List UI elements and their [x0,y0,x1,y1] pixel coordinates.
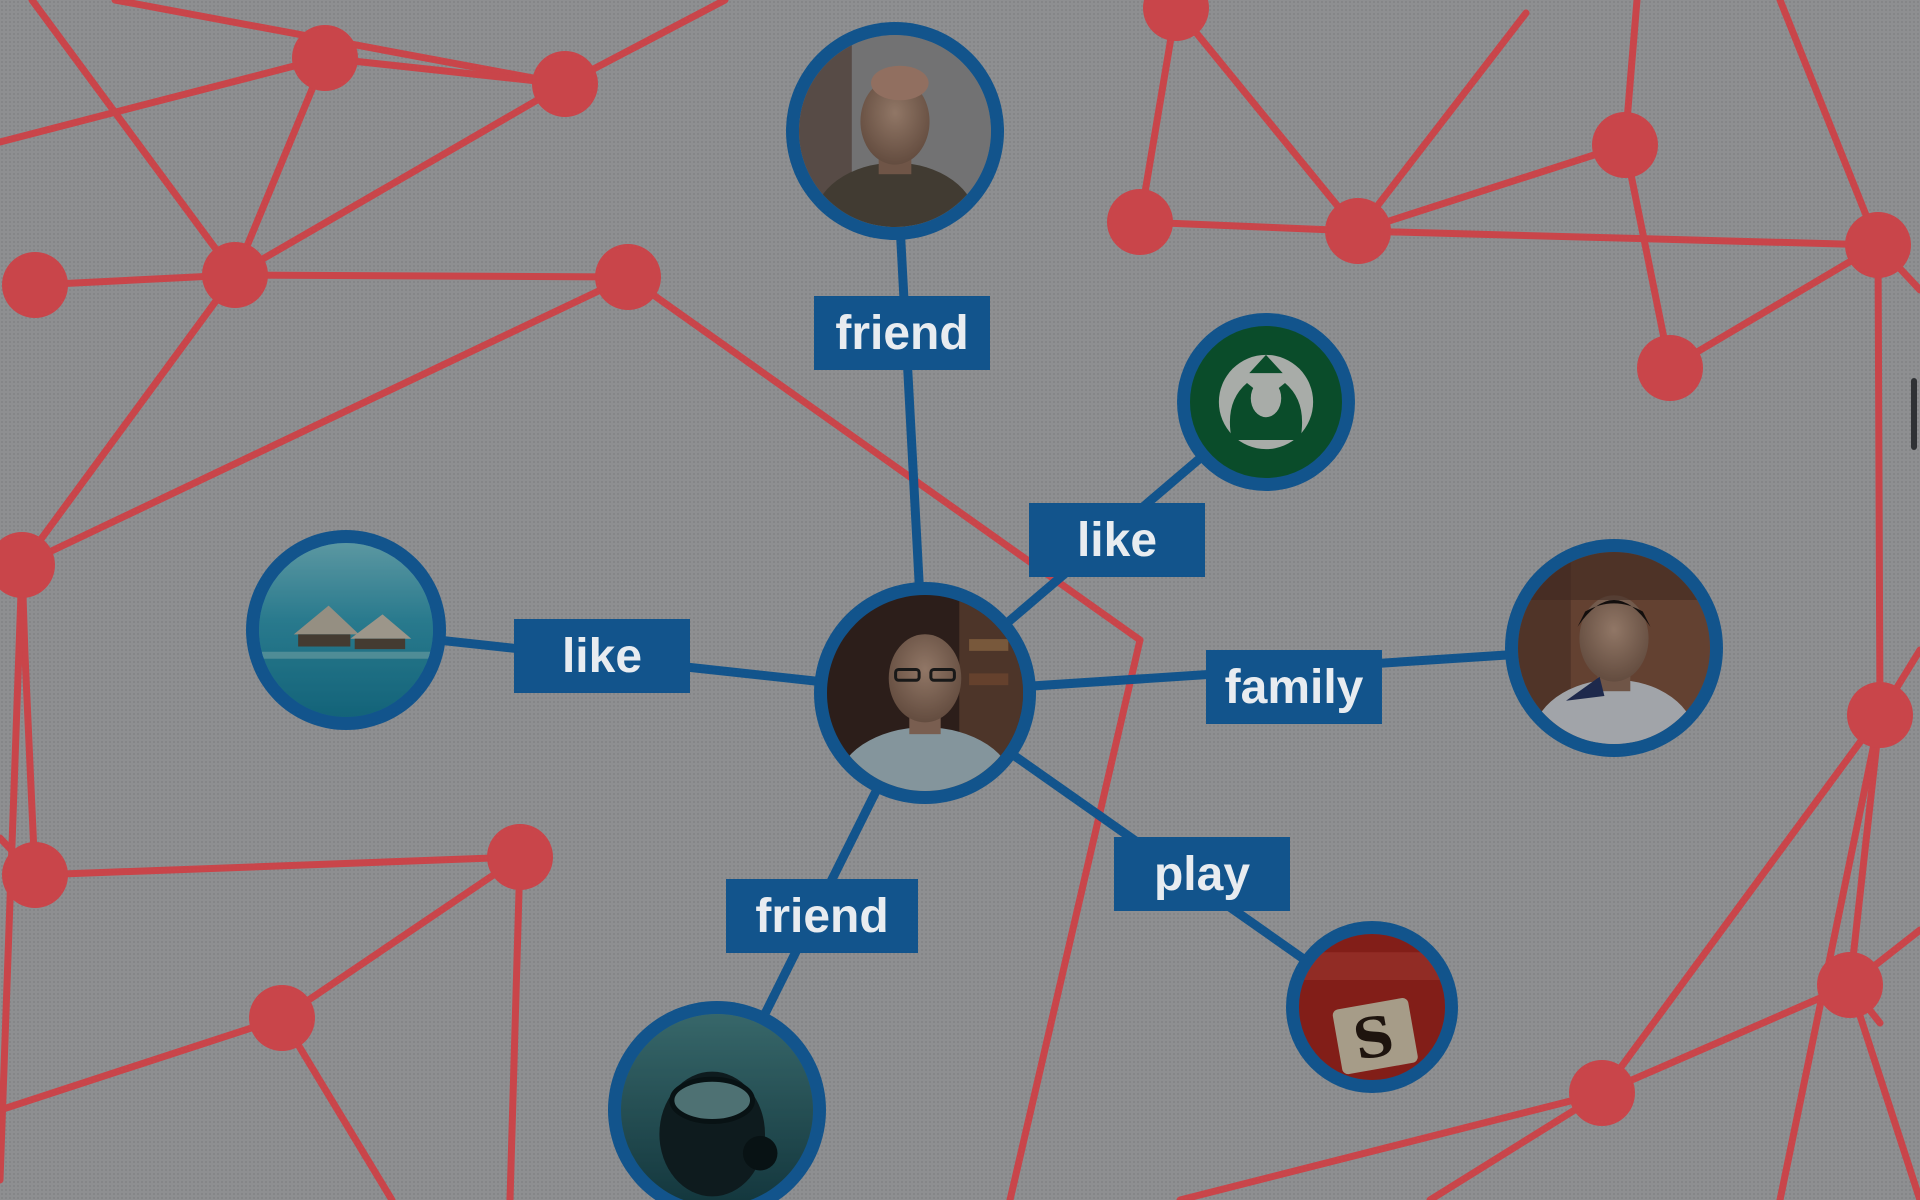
network-node [1325,198,1391,264]
avatar-image [621,1014,813,1200]
network-edge [31,271,239,289]
network-node [532,51,598,117]
network-node [1817,952,1883,1018]
network-edge [1006,636,1144,1200]
network-node [1107,189,1173,255]
edge-label-box [1114,837,1290,911]
starbucks-logo-icon [1177,313,1355,491]
network-node [595,244,661,310]
network-edge [1874,241,1884,719]
network-node [2,252,68,318]
network-edge [28,0,239,279]
person-photo-icon [1505,539,1723,757]
network-node [202,242,268,308]
network-edge [506,853,524,1200]
network-edge [231,54,329,279]
edge-label-text: friend [755,890,888,943]
edge-label: friend [726,879,918,953]
network-edge [321,54,569,88]
network-node [1845,212,1911,278]
network-edge [18,273,632,569]
network-edge [18,271,239,569]
network-node [292,25,358,91]
network-edge [1776,0,1882,249]
network-nodes [0,0,1913,1126]
network-edge [1846,711,1884,989]
network-node [1592,112,1658,178]
vertical-scrollbar[interactable] [1911,378,1917,450]
network-edge [1666,241,1882,372]
network-edge [0,54,329,146]
avatar-image: S [1299,934,1445,1080]
avatar-image [259,543,433,717]
scrabble-logo-icon: S [1286,921,1458,1093]
network-edge [278,853,524,1022]
edge-label-text: like [1077,514,1157,567]
network-edge [278,1014,396,1200]
network-node [2,842,68,908]
edge-label: like [514,619,690,693]
network-edge [31,853,524,879]
network-edge [21,651,39,879]
edge-label: like [1029,503,1205,577]
network-node [487,824,553,890]
network-edge [1354,9,1530,235]
network-node [1143,0,1209,41]
edge-label: family [1206,650,1382,724]
edge-label: friend [814,296,990,370]
network-node [249,985,315,1051]
avatar-nodes: S [246,22,1723,1200]
network-node [1847,682,1913,748]
beach-resort-photo-icon [246,530,446,730]
network-edge [1136,4,1180,226]
network-edge [1176,1089,1606,1200]
network-edge [1776,711,1884,1200]
network-edge [1426,1089,1606,1200]
avatar-image [1190,326,1342,478]
network-edge [1172,4,1362,235]
network-edge [1354,141,1629,235]
network-edge [1136,218,1362,235]
scuba-diver-photo-icon [608,1001,826,1200]
edge-label-text: play [1154,848,1250,901]
edge-label-box [514,619,690,693]
network-edge [1621,141,1674,372]
edge-label-text: like [562,630,642,683]
network-edge [1598,981,1854,1097]
network-edge [1354,227,1882,249]
edge-label-box [1029,503,1205,577]
network-edge [231,80,569,279]
network-node [1569,1060,1635,1126]
network-edge [0,1014,286,1114]
edge-label-box [726,879,918,953]
edge-label: play [1114,837,1290,911]
edge-label-box [814,296,990,370]
network-node [0,532,55,598]
person-photo-icon [786,22,1004,240]
person-photo-icon [814,582,1036,804]
edge-label-text: friend [835,307,968,360]
network-node [1637,335,1703,401]
edge-labels: friend like family play friend like [514,296,1382,953]
avatar-image [827,595,1023,791]
network-edge [1846,981,1920,1200]
edge-label-box [1206,650,1382,724]
edge-label-text: family [1225,661,1364,714]
avatar-image [799,35,991,227]
network-edge [231,271,632,281]
network-edge [1598,711,1884,1097]
